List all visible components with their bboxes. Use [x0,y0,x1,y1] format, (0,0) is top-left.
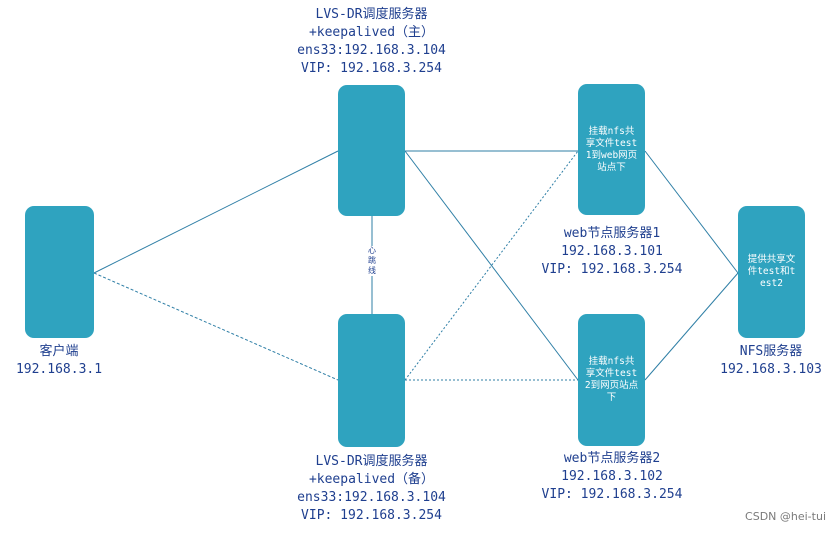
link-client-master [93,150,339,274]
web2-node: 挂载nfs共享文件test2到网页站点下 [578,314,645,446]
nfs-node: 提供共享文件test和test2 [738,206,805,338]
web1-box-text: 挂载nfs共享文件test1到web网页站点下 [585,125,638,173]
link-client-backup [93,272,339,381]
nfs-box-text: 提供共享文件test和test2 [747,254,796,289]
lvs-master-label: LVS-DR调度服务器 +keepalived（主） ens33:192.168… [297,7,446,76]
web2-label: web节点服务器2 192.168.3.102 VIP: 192.168.3.2… [541,451,683,502]
client-node [25,206,94,338]
web1-node: 挂载nfs共享文件test1到web网页站点下 [578,84,645,215]
client-label: 客户端 192.168.3.1 [15,344,103,377]
web2-box-text: 挂载nfs共享文件test2到网页站点下 [584,356,639,403]
lvs-master-node [338,85,405,216]
heartbeat-label: 心 跳 线 [366,246,378,276]
link-web1-nfs [644,150,739,274]
link-web2-nfs [644,272,739,381]
lvs-backup-label: LVS-DR调度服务器 +keepalived（备） ens33:192.168… [297,454,446,523]
link-master-web2 [404,150,579,381]
nfs-label: NFS服务器 192.168.3.103 [720,344,822,377]
web1-label: web节点服务器1 192.168.3.101 VIP: 192.168.3.2… [541,226,683,277]
watermark: CSDN @hei-tui [745,510,826,523]
lvs-backup-node [338,314,405,447]
